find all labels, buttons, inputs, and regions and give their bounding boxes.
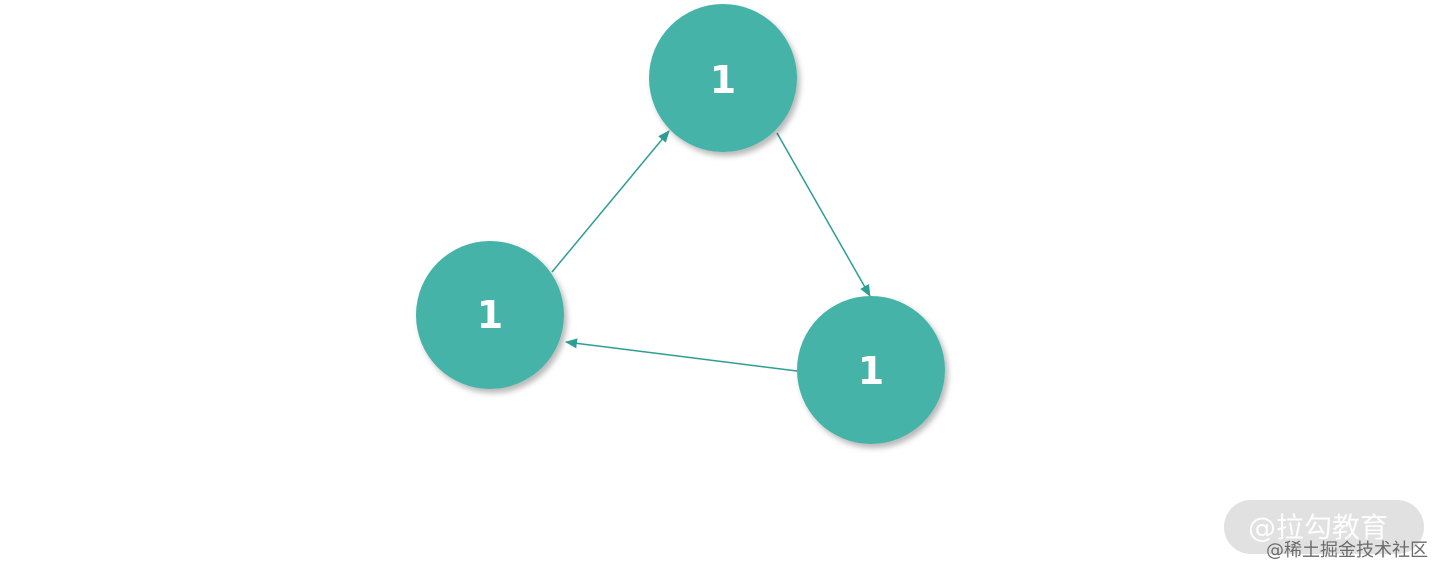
node-left-label: 1 xyxy=(477,293,503,337)
node-left: 1 xyxy=(416,241,564,389)
node-left-circle xyxy=(416,241,564,389)
watermark-badge xyxy=(1224,500,1424,554)
watermark-sub-text: @稀土掘金技术社区 xyxy=(1266,540,1428,561)
edge-right-to-left xyxy=(565,338,798,372)
node-top-label: 1 xyxy=(710,58,736,102)
node-right-circle xyxy=(797,296,945,444)
watermark-main-text: @拉勾教育 xyxy=(1248,511,1389,544)
node-right: 1 xyxy=(797,296,945,444)
edge-left-to-top xyxy=(551,130,670,273)
edge-top-to-right xyxy=(776,132,871,297)
node-top: 1 xyxy=(649,4,797,152)
node-right-label: 1 xyxy=(858,349,884,393)
node-top-circle xyxy=(649,4,797,152)
